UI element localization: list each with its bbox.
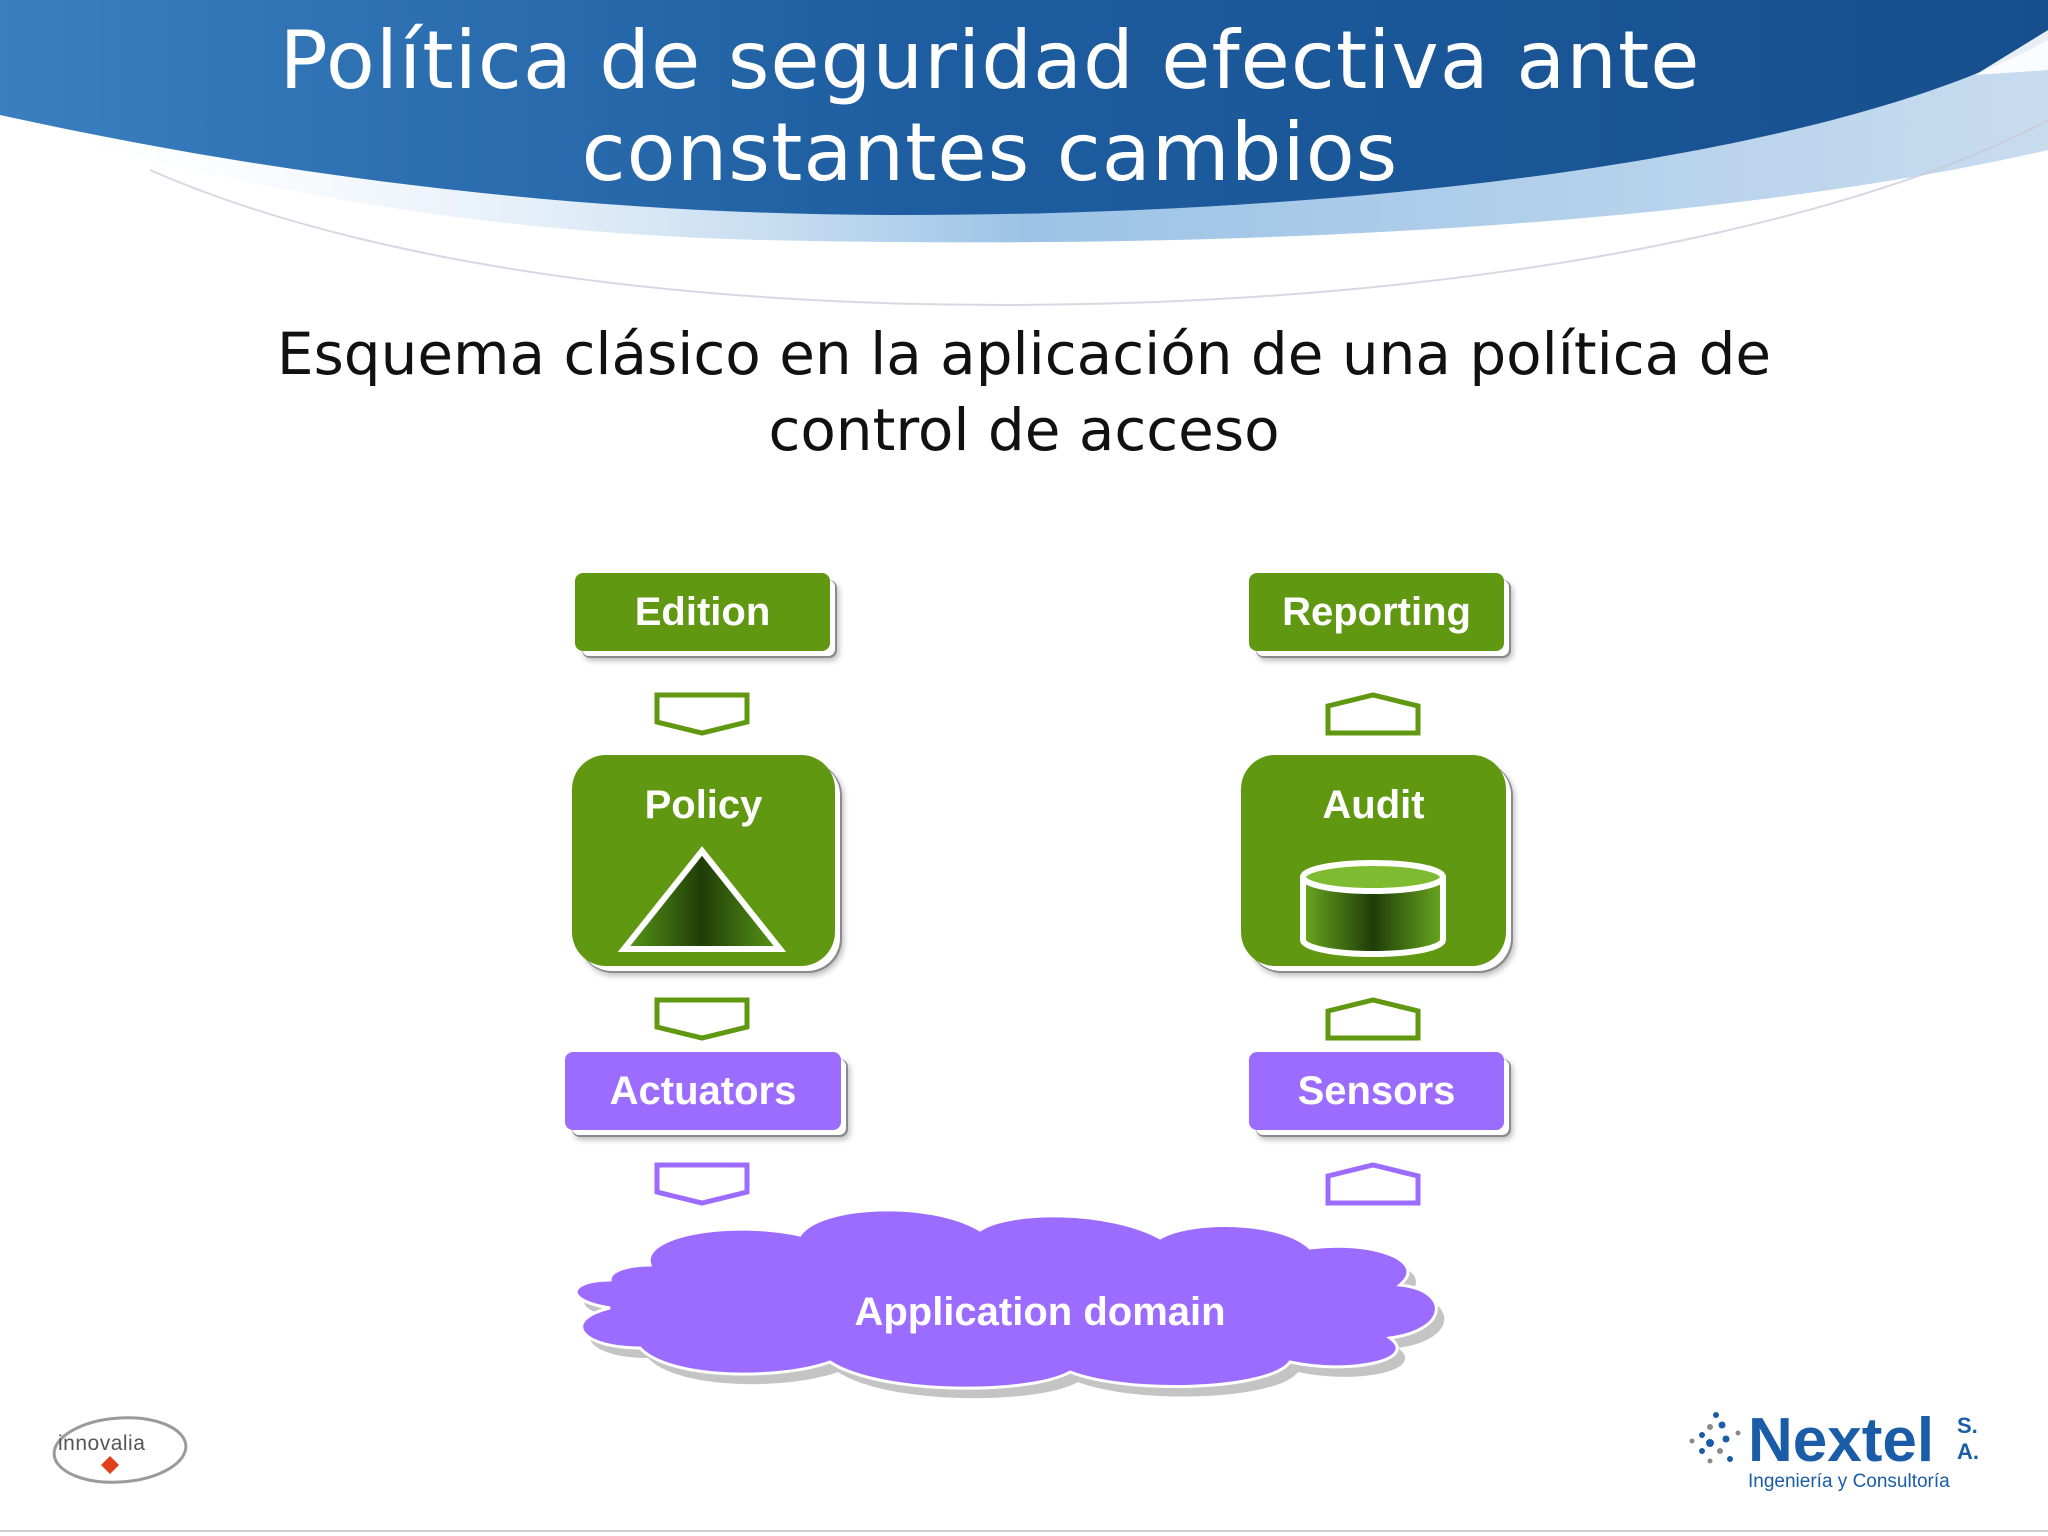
sensors-label: Sensors (1297, 1069, 1456, 1113)
nextel-wordmark: Nextel (1748, 1406, 1935, 1475)
innovalia-swoosh-icon (52, 1416, 188, 1484)
edition-label: Edition (634, 590, 771, 634)
database-cylinder-icon (1300, 860, 1446, 957)
nextel-tagline: Ingeniería y Consultoría (1748, 1471, 1950, 1492)
sensors-box: Sensors (1249, 1052, 1504, 1130)
application-domain-cloud: Application domain (550, 1190, 1530, 1420)
arrow-actuators-to-domain (654, 1162, 750, 1206)
dots-x-icon (1689, 1412, 1741, 1464)
audit-box: Audit (1241, 755, 1506, 966)
slide-title-line-2: constantes cambios (581, 106, 1399, 199)
actuators-box: Actuators (565, 1052, 841, 1130)
nextel-logo: Nextel S. A. Ingeniería y Consultoría (1680, 1405, 2010, 1505)
edition-box: Edition (575, 573, 830, 651)
arrow-edition-to-policy (654, 692, 750, 736)
slide-subtitle-line-2: control de acceso (768, 396, 1280, 464)
header-banner (0, 0, 2048, 306)
arrow-sensors-to-audit (1325, 997, 1421, 1041)
arrow-policy-to-actuators (654, 997, 750, 1041)
policy-label: Policy (644, 783, 763, 827)
slide-title-line-1: Política de seguridad efectiva ante (279, 14, 1701, 107)
audit-label: Audit (1322, 783, 1425, 827)
policy-box: Policy (572, 755, 835, 966)
innovalia-logo: innovalia (50, 1408, 200, 1498)
reporting-label: Reporting (1282, 590, 1471, 634)
red-diamond-icon (101, 1456, 119, 1474)
cloud-shape (574, 1208, 1445, 1399)
application-domain-label: Application domain (854, 1290, 1226, 1334)
arrow-domain-to-sensors (1325, 1162, 1421, 1206)
triangle-icon (617, 846, 787, 952)
arrow-audit-to-reporting (1325, 692, 1421, 736)
actuators-label: Actuators (609, 1069, 797, 1113)
nextel-suffix: S. A. (1957, 1413, 1979, 1464)
reporting-box: Reporting (1249, 573, 1504, 651)
bottom-divider (0, 1530, 2048, 1532)
innovalia-wordmark: innovalia (58, 1432, 146, 1455)
slide-subtitle-line-1: Esquema clásico en la aplicación de una … (276, 320, 1772, 388)
